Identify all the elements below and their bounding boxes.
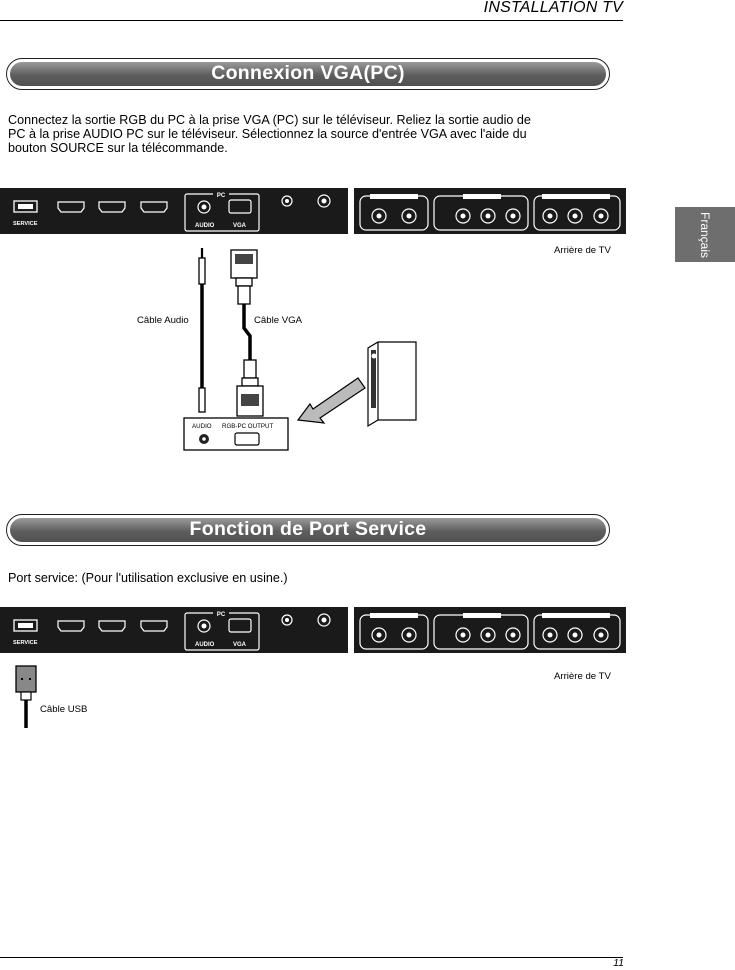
vga-port-label: VGA [233, 223, 247, 229]
usb-service-port-icon [13, 200, 38, 213]
usb-service-port-icon [13, 619, 38, 632]
section1-instructions: Connectez la sortie RGB du PC à la prise… [8, 113, 531, 155]
usb-cable-icon [15, 665, 37, 728]
vga-port-icon [228, 618, 252, 633]
vga-port-label: VGA [233, 642, 247, 648]
footer-rule [0, 957, 623, 958]
pc-rgb-output-label: RGB-PC OUTPUT [222, 423, 273, 430]
section-title-service-port: Fonction de Port Service [189, 518, 427, 540]
section-banner-service-port: Fonction de Port Service [6, 514, 610, 546]
hdmi-port-icon [57, 201, 168, 213]
vga-connection-diagram: AUDIO RGB-PC OUTPUT [183, 248, 417, 451]
instruction-line: PC à la prise AUDIO PC sur le téléviseur… [8, 127, 527, 141]
header-rule [0, 20, 623, 21]
pc-group-label: PC [217, 193, 226, 199]
vga-cable-label: Câble VGA [254, 315, 302, 326]
audio-port-label: AUDIO [195, 223, 215, 229]
service-port-label: SERVICE [13, 221, 38, 227]
pc-audio-label: AUDIO [192, 423, 212, 430]
pc-tower-icon [367, 341, 417, 428]
page-header-title: INSTALLATION TV [483, 0, 623, 16]
audio-cable-label: Câble Audio [137, 315, 189, 326]
section-title-vga: Connexion VGA(PC) [211, 62, 405, 84]
tv-back-label: Arrière de TV [554, 245, 611, 256]
vga-port-icon [228, 199, 252, 214]
section-banner-vga: Connexion VGA(PC) [6, 58, 610, 90]
language-tab-label: Français [698, 211, 712, 258]
instruction-line: bouton SOURCE sur la télécommande. [8, 141, 228, 155]
instruction-line: Connectez la sortie RGB du PC à la prise… [8, 113, 531, 127]
arrow-icon [296, 377, 366, 424]
usb-cable-label: Câble USB [40, 704, 88, 715]
vga-cable-icon [230, 249, 264, 417]
pc-group-label: PC [217, 612, 226, 618]
service-port-description: Port service: (Pour l'utilisation exclus… [8, 571, 288, 585]
audio-cable-icon [198, 248, 206, 413]
language-tab: Français [675, 207, 735, 262]
tv-back-label: Arrière de TV [554, 671, 611, 682]
tv-back-panel: SERVICE PC AUDIO VGA [0, 607, 626, 653]
tv-back-panel: SERVICE PC AUDIO VGA [0, 188, 626, 234]
hdmi-port-icon [57, 620, 168, 632]
page-number: 11 [613, 957, 624, 969]
service-port-label: SERVICE [13, 640, 38, 646]
audio-port-label: AUDIO [195, 642, 215, 648]
